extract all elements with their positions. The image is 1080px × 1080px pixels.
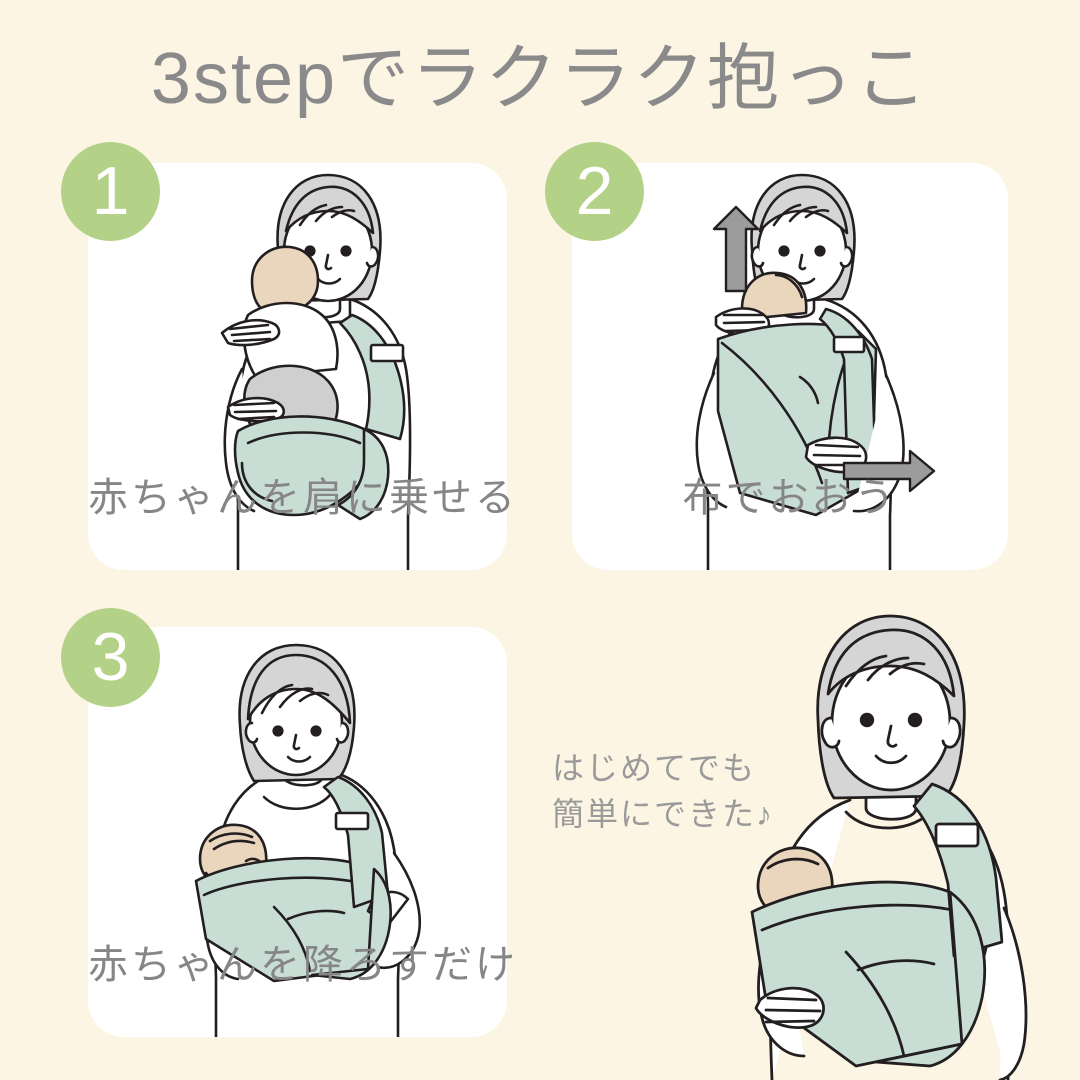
arrow-up-icon [712, 205, 760, 293]
hero-illustration [750, 614, 1028, 1080]
step-card-3[interactable]: 赤ちゃんを降ろすだけ [88, 627, 518, 1037]
page-title: 3stepでラクラク抱っこ [150, 39, 930, 119]
step-badge-1: 1 [61, 142, 160, 241]
hero-note: はじめてでも 簡単にできた♪ [552, 750, 775, 832]
step-2-caption: 布でおおう [682, 476, 898, 520]
step-1-caption: 赤ちゃんを肩に乗せる [88, 476, 518, 520]
step-card-2[interactable]: 布でおおう [572, 163, 1008, 570]
step-badge-2: 2 [545, 142, 644, 241]
step-card-1[interactable]: 赤ちゃんを肩に乗せる [88, 163, 518, 570]
step-3-caption: 赤ちゃんを降ろすだけ [88, 943, 518, 987]
step-badge-3: 3 [61, 608, 160, 707]
